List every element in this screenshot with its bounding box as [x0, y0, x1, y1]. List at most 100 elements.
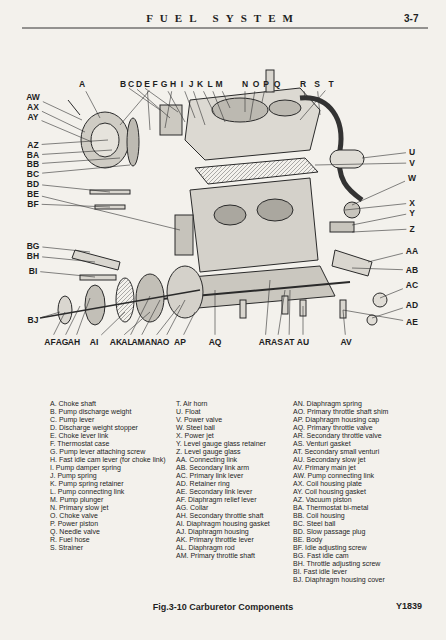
- part-name-entry: R. Fuel hose: [50, 536, 172, 544]
- callout-letter: BJ: [28, 316, 39, 325]
- part-name-entry: BB. Coil housing: [293, 512, 435, 520]
- callout-letter: X: [409, 199, 415, 208]
- leader-line: [362, 153, 406, 158]
- part-name-entry: AS. Venturi gasket: [293, 440, 435, 448]
- part-name-entry: N. Primary slow jet: [50, 504, 172, 512]
- leader-line: [86, 91, 100, 118]
- callout-letter: V: [409, 159, 415, 168]
- callout-letter: A: [79, 80, 85, 89]
- part-name-entry: AX. Coil housing plate: [293, 480, 435, 488]
- part-name-entry: X. Power jet: [176, 432, 291, 440]
- leader-line: [129, 88, 160, 110]
- part-name-entry: BE. Body: [293, 536, 435, 544]
- leader-line: [184, 312, 195, 335]
- callout-letter: D: [136, 80, 142, 89]
- leader-line: [131, 296, 150, 335]
- callout-letter: K: [197, 80, 203, 89]
- leader-line: [42, 150, 112, 154]
- part-name-entry: BF. Idle adjusting screw: [293, 544, 435, 552]
- callout-letter: AB: [406, 266, 418, 275]
- callout-letter: E: [144, 80, 150, 89]
- leader-line: [278, 290, 285, 335]
- leader-line: [272, 91, 273, 93]
- part-name-entry: V. Power valve: [176, 416, 291, 424]
- leader-line: [300, 91, 325, 120]
- leader-line: [204, 91, 215, 115]
- callout-letter: BG: [27, 242, 40, 251]
- callout-letter: S: [314, 80, 320, 89]
- part-name-entry: Q. Needle valve: [50, 528, 172, 536]
- part-name-entry: AE. Secondary link lever: [176, 488, 291, 496]
- part-name-entry: F. Thermostat case: [50, 440, 172, 448]
- callout-letter: I: [181, 80, 183, 89]
- leader-line: [42, 140, 108, 144]
- leader-line: [343, 310, 345, 335]
- callout-letter: O: [253, 80, 260, 89]
- leader-line: [42, 247, 90, 252]
- callout-letter: M: [215, 80, 222, 89]
- parts-list-column: T. Air hornU. FloatV. Power valveW. Stee…: [176, 400, 291, 560]
- leader-line: [304, 91, 306, 98]
- part-name-entry: P. Power piston: [50, 520, 172, 528]
- part-name-entry: Z. Level gauge glass: [176, 448, 291, 456]
- parts-list-column: AN. Diaphragm springAO. Primary throttle…: [293, 400, 435, 584]
- callout-letter: AQ: [209, 338, 222, 347]
- leader-line: [352, 268, 403, 270]
- part-name-entry: BA. Thermostat bi-metal: [293, 504, 435, 512]
- part-name-entry: BI. Fast idle lever: [293, 568, 435, 576]
- leader-line: [266, 280, 270, 335]
- callout-letter: Y: [409, 209, 415, 218]
- callout-letter: W: [408, 174, 416, 183]
- leader-line: [54, 312, 65, 335]
- leader-line: [262, 91, 264, 102]
- leader-line: [42, 257, 95, 262]
- callout-letter: T: [328, 80, 333, 89]
- part-name-entry: W. Steel ball: [176, 424, 291, 432]
- callout-letter: C: [128, 80, 134, 89]
- part-name-entry: BH. Throttle adjusting screw: [293, 560, 435, 568]
- callout-letter: G: [161, 80, 168, 89]
- callout-letter: BE: [27, 190, 39, 199]
- leader-line: [101, 312, 125, 335]
- part-name-entry: BG. Fast idle cam: [293, 552, 435, 560]
- callout-letter: AF: [44, 338, 55, 347]
- leader-line: [42, 185, 110, 192]
- part-name-entry: AY. Coil housing gasket: [293, 488, 435, 496]
- part-name-entry: E. Choke lever link: [50, 432, 172, 440]
- leader-line: [250, 91, 255, 120]
- header-rule: [22, 28, 428, 29]
- leader-line: [245, 91, 246, 112]
- leader-line: [368, 253, 403, 262]
- callout-letter: BH: [27, 252, 39, 261]
- leader-line: [315, 163, 406, 165]
- leader-line: [124, 312, 150, 335]
- part-name-entry: AC. Primary link lever: [176, 472, 291, 480]
- leader-line: [42, 204, 110, 207]
- callout-letter: AG: [56, 338, 69, 347]
- leader-line: [213, 91, 225, 122]
- leader-line: [120, 91, 149, 125]
- callout-letter: AK: [110, 338, 122, 347]
- part-name-entry: AU. Secondary slow jet: [293, 456, 435, 464]
- part-name-entry: AK. Primary throttle lever: [176, 536, 291, 544]
- part-name-entry: AO. Primary throttle shaft shim: [293, 408, 435, 416]
- callout-letter: BC: [27, 170, 39, 179]
- leader-line: [303, 306, 304, 335]
- leader-line: [352, 229, 406, 232]
- callout-letter: AD: [406, 301, 418, 310]
- part-name-entry: BD. Slow passage plug: [293, 528, 435, 536]
- callout-letter: AN: [145, 338, 157, 347]
- part-name-entry: AG. Collar: [176, 504, 291, 512]
- part-name-entry: AN. Diaphragm spring: [293, 400, 435, 408]
- part-name-entry: H. Fast idle cam lever (for choke link): [50, 456, 172, 464]
- leader-line: [215, 290, 216, 335]
- leader-line: [352, 181, 405, 205]
- callout-letter: AO: [157, 338, 170, 347]
- leader-line: [147, 91, 150, 130]
- callout-letter: J: [189, 80, 194, 89]
- callout-letter: AP: [174, 338, 186, 347]
- callout-letter: Z: [409, 225, 414, 234]
- figure-number: Y1839: [396, 602, 422, 611]
- part-name-entry: O. Choke valve: [50, 512, 172, 520]
- part-name-entry: AW. Pump connecting link: [293, 472, 435, 480]
